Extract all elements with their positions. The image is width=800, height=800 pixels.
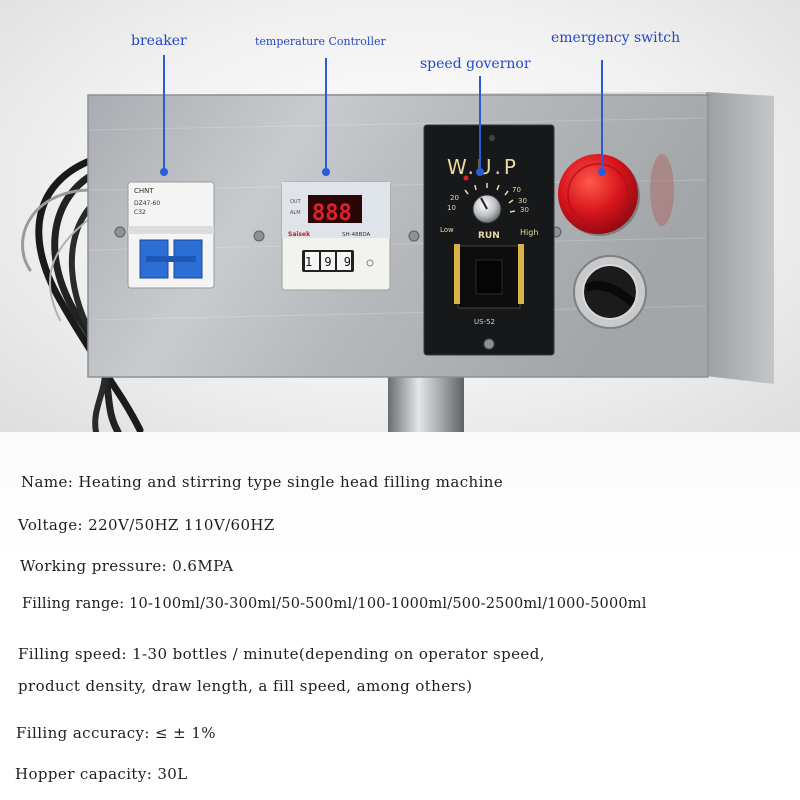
spec-voltage: Voltage: 220V/50HZ 110V/60HZ [18, 516, 275, 534]
svg-text:C32: C32 [134, 209, 146, 216]
callout-dots [160, 168, 606, 176]
svg-text:888: 888 [312, 201, 352, 226]
spec-hopper-capacity: Hopper capacity: 30L [15, 765, 188, 783]
control-box-illustration: CHNT DZ47-60 C32 OUT ALM 888 Saisek SH-4… [21, 55, 774, 432]
svg-text:CHNT: CHNT [134, 187, 154, 195]
svg-text:SH-48BDA: SH-48BDA [342, 232, 371, 238]
svg-text:DZ47-60: DZ47-60 [134, 200, 160, 207]
svg-text:199: 199 [305, 255, 351, 269]
spec-pressure: Working pressure: 0.6MPA [20, 557, 234, 575]
selector-switch [573, 255, 647, 329]
svg-text:70: 70 [512, 186, 521, 194]
svg-text:Saisek: Saisek [288, 231, 311, 238]
box-side-panel [706, 92, 774, 384]
callout-breaker: breaker [131, 33, 187, 49]
callout-emergency-switch: emergency switch [551, 30, 681, 46]
svg-text:30: 30 [520, 206, 529, 214]
product-photo: CHNT DZ47-60 C32 OUT ALM 888 Saisek SH-4… [0, 0, 800, 432]
svg-text:ALM: ALM [290, 210, 301, 216]
svg-text:Low: Low [440, 226, 454, 234]
spec-filling-speed-line1: Filling speed: 1-30 bottles / minute(dep… [18, 645, 545, 663]
power-rocker-switch [475, 259, 503, 295]
spec-panel [0, 432, 800, 800]
svg-text:US-52: US-52 [474, 318, 495, 326]
temperature-controller: OUT ALM 888 Saisek SH-48BDA 199 [281, 181, 391, 291]
speed-governor: W.U.P 20 10 70 30 30 Low RUN High [423, 124, 555, 356]
callout-lines [163, 55, 603, 172]
svg-text:High: High [520, 228, 538, 237]
callout-temperature-controller: temperature Controller [255, 35, 386, 48]
spec-filling-range: Filling range: 10-100ml/30-300ml/50-500m… [22, 596, 647, 612]
svg-text:OUT: OUT [290, 199, 302, 205]
callout-speed-governor: speed governor [420, 56, 531, 72]
svg-text:30: 30 [518, 197, 527, 205]
spec-filling-speed-line2: product density, draw length, a fill spe… [18, 677, 473, 695]
svg-text:RUN: RUN [478, 231, 500, 241]
svg-text:20: 20 [450, 194, 459, 202]
emergency-stop-button [558, 154, 674, 236]
spec-name: Name: Heating and stirring type single h… [21, 473, 504, 491]
spec-filling-accuracy: Filling accuracy: ≤ ± 1% [16, 724, 216, 742]
svg-text:W.U.P: W.U.P [447, 155, 519, 179]
power-cables [21, 156, 144, 432]
circuit-breaker: CHNT DZ47-60 C32 [127, 181, 215, 289]
support-pole [388, 370, 464, 432]
svg-text:10: 10 [447, 204, 456, 212]
